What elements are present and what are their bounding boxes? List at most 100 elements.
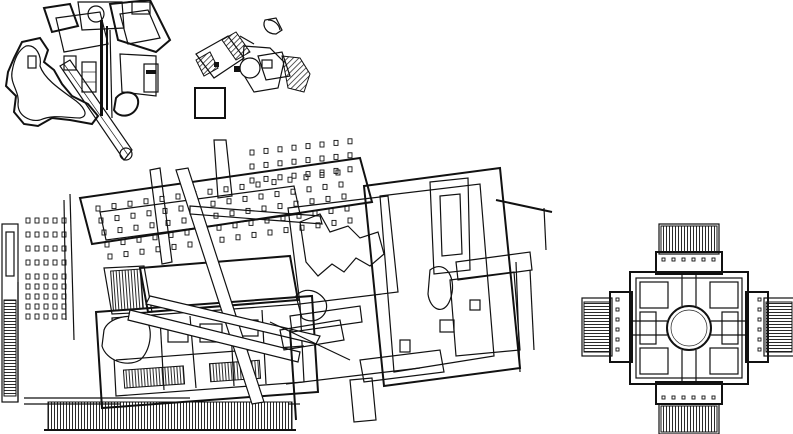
column-mark <box>34 245 40 252</box>
column-mark <box>34 293 40 300</box>
column-mark <box>263 161 269 168</box>
column-mark <box>263 147 269 154</box>
column-mark <box>309 198 315 205</box>
column-mark <box>25 303 31 310</box>
column-mark <box>178 205 184 212</box>
villa-plan-right <box>581 223 793 434</box>
column-mark <box>255 181 261 188</box>
column-mark <box>43 217 49 224</box>
column-mark <box>251 231 257 238</box>
column-mark <box>52 313 58 320</box>
column-mark <box>52 217 58 224</box>
portico-column <box>615 307 620 312</box>
portico-column <box>757 327 762 332</box>
column-mark <box>319 155 325 162</box>
column-mark <box>25 259 31 266</box>
column-mark <box>175 193 181 200</box>
column-mark <box>226 198 232 205</box>
column-mark <box>123 251 129 258</box>
column-mark <box>306 186 312 193</box>
column-mark <box>52 259 58 266</box>
column-mark <box>34 313 40 320</box>
column-mark <box>165 219 171 226</box>
column-mark <box>305 143 311 150</box>
column-mark <box>338 181 344 188</box>
column-mark <box>61 259 67 266</box>
portico-column <box>615 347 620 352</box>
column-mark <box>52 303 58 310</box>
portico-column <box>615 327 620 332</box>
portico-column <box>711 257 716 262</box>
column-mark <box>61 245 67 252</box>
column-mark <box>267 229 273 236</box>
column-mark <box>133 224 139 231</box>
column-mark <box>291 144 297 151</box>
portico-column <box>681 395 686 400</box>
column-mark <box>52 293 58 300</box>
portico-column <box>757 297 762 302</box>
column-mark <box>34 273 40 280</box>
column-mark <box>52 283 58 290</box>
column-mark <box>249 163 255 170</box>
column-mark <box>277 146 283 153</box>
portico-column <box>757 317 762 322</box>
column-mark <box>43 303 49 310</box>
column-mark <box>181 217 187 224</box>
column-mark <box>210 200 216 207</box>
column-mark <box>34 231 40 238</box>
column-mark <box>235 234 241 241</box>
column-mark <box>333 139 339 146</box>
portico-column <box>615 297 620 302</box>
column-mark <box>333 153 339 160</box>
column-mark <box>305 171 311 178</box>
portico-column <box>615 317 620 322</box>
column-mark <box>52 273 58 280</box>
column-mark <box>283 227 289 234</box>
column-mark <box>299 224 305 231</box>
column-mark <box>249 149 255 156</box>
west-stair <box>583 301 611 353</box>
column-mark <box>347 217 353 224</box>
column-mark <box>43 293 49 300</box>
column-mark <box>261 205 267 212</box>
column-mark <box>149 222 155 229</box>
column-mark <box>229 210 235 217</box>
column-mark <box>319 169 325 176</box>
column-mark <box>34 283 40 290</box>
column-mark <box>291 172 297 179</box>
column-mark <box>341 193 347 200</box>
column-mark <box>249 177 255 184</box>
portico-column <box>681 257 686 262</box>
column-mark <box>139 248 145 255</box>
column-mark <box>43 313 49 320</box>
column-mark <box>34 259 40 266</box>
column-mark <box>111 203 117 210</box>
column-mark <box>322 183 328 190</box>
column-mark <box>277 160 283 167</box>
central-rotunda <box>666 305 712 351</box>
collage-plan-upper-middle <box>194 17 311 119</box>
column-mark <box>271 179 277 186</box>
column-mark <box>187 241 193 248</box>
column-mark <box>223 186 229 193</box>
column-mark <box>52 231 58 238</box>
column-mark <box>263 175 269 182</box>
portico-column <box>691 395 696 400</box>
column-mark <box>61 273 67 280</box>
column-mark <box>242 195 248 202</box>
column-mark <box>258 193 264 200</box>
column-mark <box>146 210 152 217</box>
south-stair <box>660 405 718 433</box>
column-mark <box>43 273 49 280</box>
column-mark <box>315 222 321 229</box>
column-mark <box>25 217 31 224</box>
column-mark <box>95 205 101 212</box>
portico-column <box>757 337 762 342</box>
collage-plan-large-lower <box>1 138 553 431</box>
column-mark <box>291 158 297 165</box>
portico-column <box>701 257 706 262</box>
column-mark <box>171 243 177 250</box>
column-mark <box>25 231 31 238</box>
